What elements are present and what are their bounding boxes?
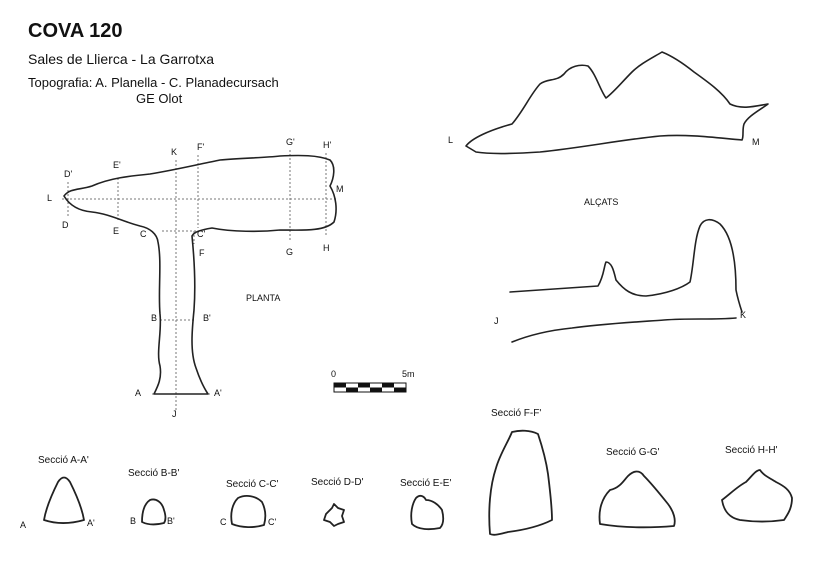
label-g-prime: G' [286,137,295,147]
label-g: G [286,247,293,257]
label-f: F [199,248,205,258]
label-e: E [113,226,119,236]
label-m: M [336,184,344,194]
section-e-shape [410,494,445,531]
section-d-title: Secció D-D' [311,477,364,488]
elevation-label-j: J [494,316,499,326]
section-e-title: Secció E-E' [400,478,451,489]
label-a: A [135,388,141,398]
section-h-shape [721,469,793,523]
survey-location: Sales de Llierca - La Garrotxa [28,51,214,67]
elevation-label-l: L [448,135,453,145]
section-a-right: A' [87,518,95,528]
section-d-shape [323,503,345,527]
section-d: Secció D-D' [311,477,364,527]
label-a-prime: A' [214,388,222,398]
section-b-title: Secció B-B' [128,468,179,479]
section-a-shape [43,476,85,524]
elevation-j-k-upper [509,218,743,313]
label-b-prime: B' [203,313,211,323]
label-h: H [323,243,330,253]
label-b: B [151,313,157,323]
label-c-prime: C' [197,229,205,239]
section-b: Secció B-B' B B' [128,468,179,526]
elevation-l-m-outline [465,51,769,155]
label-j: J [172,409,177,419]
scale-bar: 0 5m [331,369,415,393]
plan-outline [63,154,337,395]
label-d: D [62,220,69,230]
section-b-shape [141,498,167,526]
label-e-prime: E' [113,160,121,170]
section-a-left: A [20,520,26,530]
label-f-prime: F' [197,142,204,152]
section-c-shape [230,495,267,529]
survey-title: COVA 120 [28,20,123,42]
elevation-l-m: L M [448,51,769,155]
plan-view: D' D L E' E K F' C C' F G' G H' H M B B'… [47,137,344,419]
section-c-title: Secció C-C' [226,479,279,490]
section-f-shape [488,429,553,536]
label-c: C [140,229,147,239]
label-k: K [171,147,177,157]
survey-club: GE Olot [136,91,183,106]
survey-authors: Topografia: A. Planella - C. Planadecurs… [28,75,279,90]
section-a: Secció A-A' A A' [20,455,95,530]
label-l: L [47,193,52,203]
elevation-j-k-lower [511,317,737,343]
section-h: Secció H-H' [721,445,793,523]
section-f: Secció F-F' [488,408,553,536]
section-h-title: Secció H-H' [725,445,778,456]
section-c-left: C [220,517,227,527]
section-b-left: B [130,516,136,526]
section-f-title: Secció F-F' [491,408,541,419]
section-c-right: C' [268,517,276,527]
scale-zero: 0 [331,369,336,379]
elevations-label: ALÇATS [584,197,618,207]
elevation-label-m: M [752,137,760,147]
section-a-title: Secció A-A' [38,455,89,466]
plan-label: PLANTA [246,293,280,303]
elevation-label-k: K [740,310,746,320]
section-b-right: B' [167,516,175,526]
section-g: Secció G-G' [598,447,676,529]
section-g-shape [598,470,676,529]
section-c: Secció C-C' C C' [220,479,279,529]
label-d-prime: D' [64,169,72,179]
section-e: Secció E-E' [400,478,451,531]
elevation-j-k: J K [494,218,746,343]
label-h-prime: H' [323,140,331,150]
section-g-title: Secció G-G' [606,447,660,458]
scale-max: 5m [402,369,415,379]
